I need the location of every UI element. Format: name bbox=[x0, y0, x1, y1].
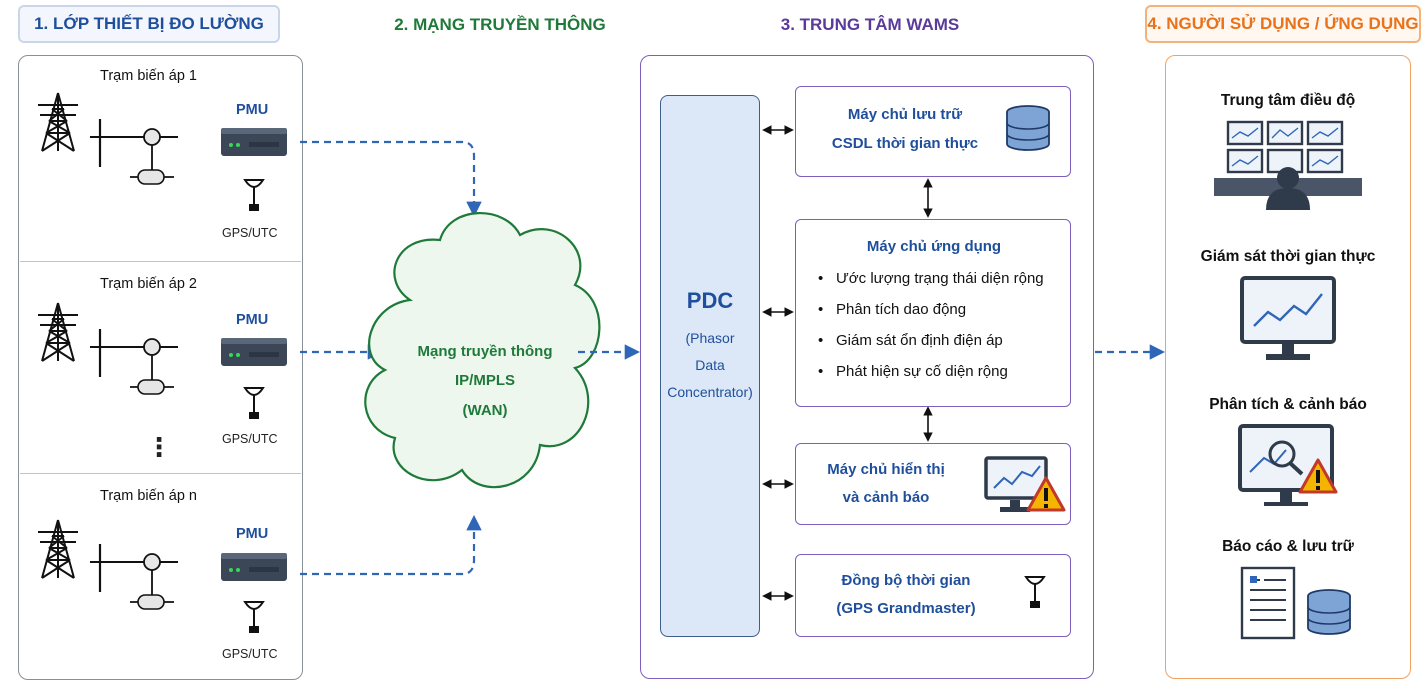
storage-server-line1: Máy chủ lưu trữ bbox=[847, 106, 963, 123]
gps-antenna-icon bbox=[244, 179, 264, 212]
control-room-icon bbox=[1214, 120, 1362, 210]
pmu-label: PMU bbox=[236, 312, 269, 328]
station-title: Trạm biến áp n bbox=[100, 488, 197, 504]
pdc-sub-line: Concentrator) bbox=[667, 384, 753, 400]
link-arrow bbox=[300, 514, 482, 576]
pdc-title: PDC bbox=[686, 288, 734, 313]
display-server-line2: và cảnh báo bbox=[842, 489, 930, 506]
display-server-line1: Máy chủ hiển thị bbox=[827, 461, 945, 478]
realtime-monitor-icon bbox=[1240, 276, 1336, 360]
pdc-sub-line: (Phasor bbox=[685, 330, 735, 346]
more-stations-ellipsis: ⋮ bbox=[146, 432, 172, 462]
wan-line1: Mạng truyền thông bbox=[417, 343, 553, 360]
user-monitor-title: Giám sát thời gian thực bbox=[1200, 248, 1376, 265]
station-divider bbox=[20, 261, 301, 262]
time-sync-box: Đồng bộ thời gian (GPS Grandmaster) bbox=[795, 554, 1071, 637]
pmu-label: PMU bbox=[236, 526, 269, 542]
app-function-item: Giám sát ổn định điện áp bbox=[818, 332, 1003, 349]
report-archive-icon bbox=[1240, 566, 1351, 640]
gps-label: GPS/UTC bbox=[222, 226, 278, 240]
monitor-alert-icon bbox=[984, 456, 1066, 512]
gps-antenna-icon bbox=[244, 601, 264, 634]
storage-server-box: Máy chủ lưu trữ CSDL thời gian thực bbox=[795, 86, 1071, 177]
header-users-box: 4. NGƯỜI SỬ DỤNG / ỨNG DỤNG bbox=[1145, 5, 1421, 43]
header-wams: 3. TRUNG TÂM WAMS bbox=[780, 15, 960, 34]
measurement-panel bbox=[18, 55, 303, 680]
gps-label: GPS/UTC bbox=[222, 432, 278, 446]
station-divider bbox=[20, 473, 301, 474]
pdc-sub-line: Data bbox=[695, 357, 725, 373]
users-panel bbox=[1165, 55, 1411, 679]
analysis-alert-icon bbox=[1238, 424, 1338, 506]
pmu-label: PMU bbox=[236, 102, 269, 118]
header-measurement-text: 1. LỚP THIẾT BỊ ĐO LƯỜNG bbox=[34, 14, 264, 33]
transmission-tower-icon bbox=[37, 519, 79, 579]
header-measurement-layer: 1. LỚP THIẾT BỊ ĐO LƯỜNG bbox=[18, 5, 280, 43]
pmu-device-icon bbox=[221, 338, 287, 366]
wan-cloud-shape bbox=[364, 212, 601, 489]
busbar-ct-icon bbox=[88, 542, 180, 611]
app-function-item: Phát hiện sự cố diện rộng bbox=[818, 363, 1008, 380]
user-dispatch-title: Trung tâm điều độ bbox=[1220, 92, 1356, 109]
pmu-device-icon bbox=[221, 128, 287, 156]
wams-panel bbox=[640, 55, 1094, 679]
wan-line2: IP/MPLS bbox=[454, 372, 515, 389]
user-analysis-title: Phân tích & cảnh báo bbox=[1209, 396, 1367, 413]
station-title: Trạm biến áp 2 bbox=[100, 276, 197, 292]
pdc-block: PDC (Phasor Data Concentrator) bbox=[660, 95, 760, 637]
header-network: 2. MẠNG TRUYỀN THÔNG bbox=[394, 15, 606, 34]
link-arrow bbox=[300, 140, 482, 218]
header-users-text: 4. NGƯỜI SỬ DỤNG / ỨNG DỤNG bbox=[1147, 14, 1419, 33]
database-icon bbox=[1006, 105, 1050, 151]
gps-antenna-icon bbox=[244, 387, 264, 420]
app-server-box: Máy chủ ứng dụng Ước lượng trạng thái di… bbox=[795, 219, 1071, 407]
app-server-title: Máy chủ ứng dụng bbox=[866, 238, 1002, 255]
station-title: Trạm biến áp 1 bbox=[100, 68, 197, 84]
gps-antenna-icon bbox=[1025, 576, 1045, 609]
busbar-ct-icon bbox=[88, 327, 180, 396]
time-sync-line1: Đồng bộ thời gian bbox=[841, 572, 971, 589]
app-function-item: Ước lượng trạng thái diện rộng bbox=[818, 270, 1044, 287]
gps-label: GPS/UTC bbox=[222, 647, 278, 661]
pmu-device-icon bbox=[221, 553, 287, 581]
display-server-box: Máy chủ hiển thị và cảnh báo bbox=[795, 443, 1071, 525]
transmission-tower-icon bbox=[37, 302, 79, 362]
transmission-tower-icon bbox=[37, 92, 79, 152]
app-function-item: Phân tích dao động bbox=[818, 301, 966, 318]
storage-server-line2: CSDL thời gian thực bbox=[831, 135, 979, 152]
user-report-title: Báo cáo & lưu trữ bbox=[1222, 538, 1354, 555]
busbar-ct-icon bbox=[88, 117, 180, 186]
time-sync-line2: (GPS Grandmaster) bbox=[836, 600, 976, 617]
wan-line3: (WAN) bbox=[462, 402, 508, 419]
